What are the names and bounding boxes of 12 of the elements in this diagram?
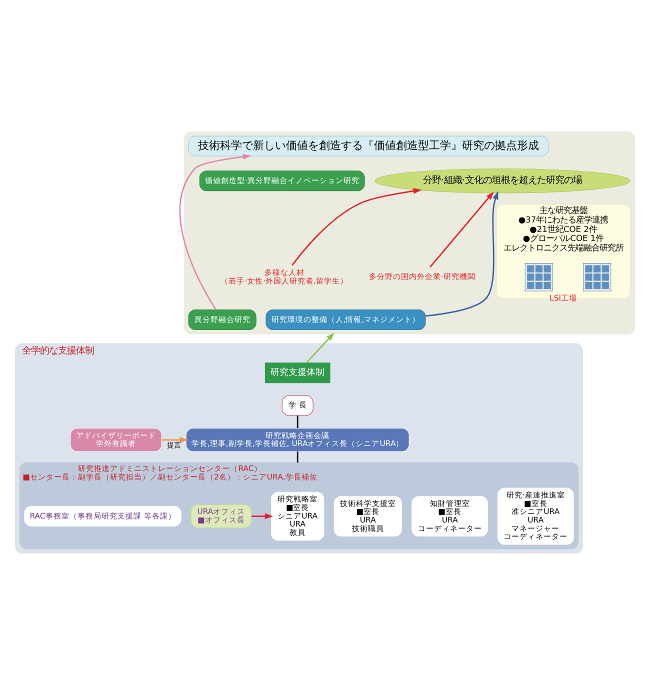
arrow: [426, 191, 498, 317]
arrow: [180, 154, 252, 310]
arrow: [306, 332, 334, 364]
cluster: [184, 131, 635, 334]
node-box: 技術科学で新しい価値を創造する『価値創造型工学』研究の拠点形成: [188, 136, 549, 156]
node-box: 研究支援体制: [264, 362, 330, 384]
arrow: [162, 436, 188, 443]
arrow: [292, 188, 422, 266]
arrow: [252, 513, 274, 520]
connector: [296, 452, 298, 463]
arrow: [430, 191, 494, 268]
connector: [296, 416, 298, 428]
